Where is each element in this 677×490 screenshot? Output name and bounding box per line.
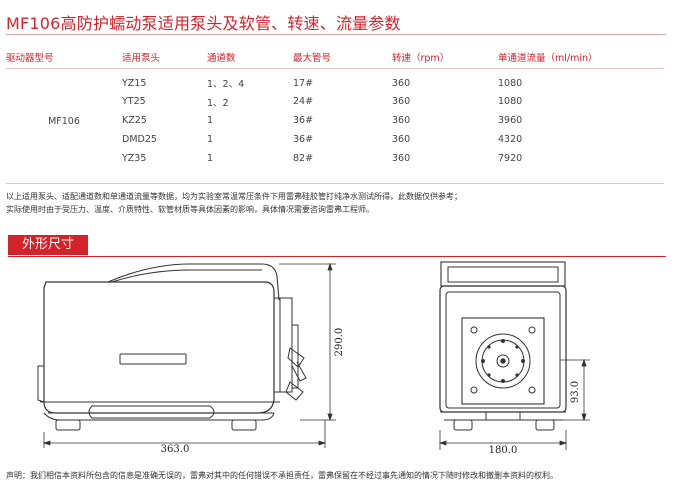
column-header: 适用泵头	[122, 53, 161, 64]
table-cell: 7920	[498, 153, 523, 164]
table-cell: 3960	[498, 115, 523, 126]
table-cell: 1、2	[207, 97, 229, 109]
table-cell: 1、2、4	[207, 79, 245, 90]
table-cell: KZ25	[122, 115, 147, 126]
table-cell: 4320	[498, 134, 523, 145]
column-header: 单通道流量（ml/min）	[498, 53, 598, 64]
title-divider	[6, 34, 666, 35]
table-cell: 36#	[293, 134, 314, 145]
notes: 以上适用泵头、适配通道数和单通道流量等数据，均为实验室常温常压条件下用雷弗硅胶管…	[6, 190, 462, 216]
spec-table: 驱动器型号 适用泵头 通道数 最大管号 转速（rpm） 单通道流量（ml/min…	[6, 46, 664, 168]
table-row: MF106 YZ15 1、2、4 17# 360 1080	[6, 69, 664, 127]
table-cell: 360	[392, 77, 411, 89]
front-view-drawing	[439, 261, 567, 431]
driver-model-cell: MF106	[48, 115, 80, 127]
disclaimer: 声明：我们相信本资料所包含的信息是准确无误的，雷弗对其中的任何错误不承担责任，雷…	[6, 471, 558, 480]
note-line: 以上适用泵头、适配通道数和单通道流量等数据，均为实验室常温常压条件下用雷弗硅胶管…	[6, 192, 462, 201]
table-cell: 360	[392, 153, 411, 164]
table-cell: YT25	[122, 96, 146, 107]
table-cell: 82#	[293, 153, 314, 164]
side-view-drawing	[37, 263, 307, 431]
note-line: 实际使用时由于受压力、温度、介质特性、软管材质等具体因素的影响，具体情况需要咨询…	[6, 205, 374, 214]
table-cell: 17#	[293, 77, 314, 89]
table-cell: 1	[207, 134, 214, 145]
page-title: MF106高防护蠕动泵适用泵头及软管、转速、流量参数	[6, 14, 401, 33]
side-dimension-lines	[42, 262, 336, 448]
column-header: 通道数	[207, 53, 236, 64]
table-cell: 1080	[498, 77, 523, 89]
table-row: YT25 1、2 24# 360 1080	[6, 92, 664, 111]
table-cell: 360	[392, 115, 411, 126]
column-header: 驱动器型号	[6, 53, 54, 64]
table-row: KZ25 1 36# 360 3960	[6, 111, 664, 130]
side-width-label: 363.0	[161, 444, 190, 455]
column-header: 最大管号	[293, 53, 332, 64]
front-dimension-lines	[438, 358, 590, 450]
table-cell: 36#	[293, 115, 314, 126]
table-cell: 1	[207, 115, 214, 126]
table-cell: YZ35	[122, 153, 147, 164]
table-cell: DMD25	[122, 134, 157, 145]
table-bottom-rule	[6, 183, 664, 184]
side-height-label: 290.0	[334, 328, 345, 357]
section-title: 外形尺寸	[8, 235, 88, 255]
column-header: 转速（rpm）	[392, 53, 450, 64]
table-cell: 1	[207, 153, 214, 164]
table-row: YZ35 1 82# 360 7920	[6, 149, 664, 168]
table-cell: 360	[392, 96, 411, 107]
front-height-label: 93.0	[570, 381, 581, 403]
front-width-label: 180.0	[489, 445, 518, 456]
table-cell: YZ15	[122, 77, 147, 89]
table-row: DMD25 1 36# 360 4320	[6, 130, 664, 149]
table-cell: 24#	[293, 96, 314, 107]
section-divider	[8, 256, 666, 257]
table-header-row: 驱动器型号 适用泵头 通道数 最大管号 转速（rpm） 单通道流量（ml/min…	[6, 46, 664, 69]
table-cell: 1080	[498, 96, 523, 107]
table-cell: 360	[392, 134, 411, 145]
